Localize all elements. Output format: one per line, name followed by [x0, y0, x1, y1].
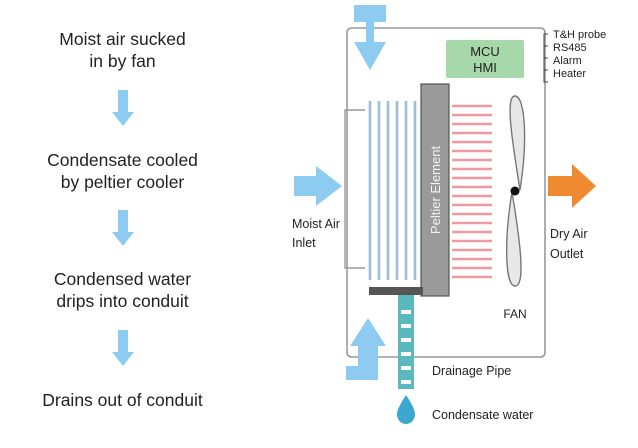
- step-4-line1: Drains out of conduit: [42, 390, 203, 410]
- outlet-label-line2: Outlet: [550, 247, 584, 261]
- mcu-hmi-box: [446, 40, 524, 78]
- step-1-text: Moist air sucked in by fan: [0, 28, 245, 72]
- outlet-label-line1: Dry Air: [550, 227, 588, 241]
- cold-fins: [368, 101, 417, 280]
- fan: [505, 95, 526, 287]
- mcu-label: MCU: [470, 44, 500, 59]
- step-arrow-1: [112, 90, 134, 126]
- step-1-line2: in by fan: [89, 51, 156, 71]
- io-item-3: Alarm: [553, 55, 582, 67]
- inlet-filter-frame: [344, 109, 365, 269]
- outlet-arrow: [548, 164, 596, 208]
- inlet-arrow: [294, 166, 342, 206]
- condensate-label: Condensate water: [432, 408, 533, 422]
- device-enclosure: [346, 27, 546, 358]
- io-item-4: Heater: [553, 68, 586, 80]
- step-4-text: Drains out of conduit: [0, 389, 245, 411]
- step-3-text: Condensed water drips into conduit: [0, 268, 245, 312]
- hmi-label: HMI: [473, 60, 497, 75]
- step-2-text: Condensate cooled by peltier cooler: [0, 149, 245, 193]
- step-arrow-2: [112, 210, 134, 246]
- inlet-label-line2: Inlet: [292, 236, 316, 250]
- step-2-line1: Condensate cooled: [47, 150, 198, 170]
- peltier-label: Peltier Element: [428, 146, 443, 235]
- water-drop-icon: [397, 395, 415, 424]
- collection-tray: [369, 287, 423, 295]
- io-item-2: RS485: [553, 42, 587, 54]
- fan-label: FAN: [503, 307, 526, 321]
- step-3-line2: drips into conduit: [56, 291, 189, 311]
- top-intake-arrow: [354, 5, 386, 70]
- drainage-pipe-label: Drainage Pipe: [432, 364, 511, 378]
- drainage-pipe: [398, 295, 414, 389]
- hot-fins: [452, 104, 492, 279]
- step-3-line1: Condensed water: [53, 269, 192, 289]
- step-1-line1: Moist air sucked: [59, 29, 186, 49]
- inlet-label-line1: Moist Air: [292, 217, 340, 231]
- bottom-intake-arrow: [346, 318, 386, 380]
- peltier-element: [420, 83, 450, 297]
- step-arrow-3: [112, 330, 134, 366]
- step-2-line2: by peltier cooler: [60, 172, 185, 192]
- io-item-1: T&H probe: [553, 29, 606, 41]
